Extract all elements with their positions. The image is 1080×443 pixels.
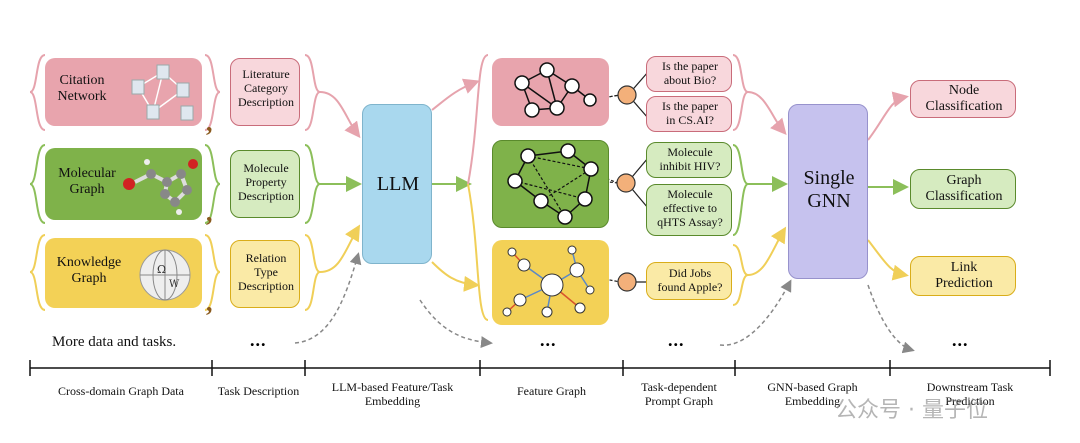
wikipedia-globe-icon: Ω W (139, 249, 191, 301)
knowledge-graph-label: Knowledge Graph (56, 255, 122, 287)
node-classification-label: Node Classification (925, 83, 1003, 115)
knowledge-graph-box: Knowledge Graph Ω W (45, 238, 202, 308)
caption-feature-graph: Feature Graph (517, 384, 586, 398)
arrow-to-gnn-dashed (719, 279, 792, 346)
watermark: 公众号 · 量子位 (835, 392, 988, 424)
brace-molecular-right (204, 144, 221, 224)
svg-text:W: W (169, 279, 180, 290)
caption-prompt-graph: Task-dependent Prompt Graph (641, 380, 717, 409)
graph-classification-label: Graph Classification (925, 173, 1003, 205)
prompt-csai-box: Is the paper in CS.AI? (646, 96, 732, 132)
comma-2: , (206, 198, 213, 227)
citation-graph-icon (131, 64, 194, 121)
watermark-text: 公众号 · 量子位 (835, 398, 988, 423)
arrow-llm-pink (431, 78, 480, 111)
graph-classification-box: Graph Classification (910, 169, 1016, 209)
prompt-ellipsis: ... (668, 330, 685, 350)
gnn-box: Single GNN (788, 104, 868, 279)
arrow-llm-dashed (419, 299, 493, 349)
citation-feature-graph (514, 62, 597, 118)
literature-desc-box: Literature Category Description (230, 58, 300, 126)
node-classification-box: Node Classification (910, 80, 1016, 118)
caption-cross-domain: Cross-domain Graph Data (58, 384, 184, 398)
prompt-bio-box: Is the paper about Bio? (646, 56, 732, 92)
literature-desc-label: Literature Category Description (238, 67, 294, 109)
brace-feature-pink (467, 54, 489, 185)
brace-feature-yellow (467, 183, 489, 321)
prompt-jobs-box: Did Jobs found Apple? (646, 262, 732, 300)
link-prediction-label: Link Prediction (935, 260, 993, 292)
more-data-label: More data and tasks. (52, 334, 177, 350)
arrow-llm-yellow (431, 261, 480, 292)
prompt-node-citation (617, 85, 637, 105)
citation-network-box: Citation Network (45, 58, 202, 126)
prompt-node-molecular (616, 173, 636, 193)
prompt-bio-label: Is the paper about Bio? (662, 59, 718, 87)
brace-prompt-pink (732, 54, 749, 131)
molecule-desc-label: Molecule Property Description (238, 161, 294, 203)
brace-molecular-left (29, 144, 46, 224)
prompt-qhts-label: Molecule effective to qHTS Assay? (657, 187, 723, 229)
molecular-feature-graph (507, 143, 599, 225)
arrow-to-llm-yellow (319, 224, 361, 273)
brace-prompt-green (732, 144, 749, 236)
molecule-desc-box: Molecule Property Description (230, 150, 300, 218)
prompt-qhts-box: Molecule effective to qHTS Assay? (646, 184, 732, 236)
brace-molecule-right (304, 144, 321, 224)
comma-1: , (206, 108, 213, 137)
brace-citation-right (204, 54, 221, 131)
prompt-hiv-box: Molecule inhibit HIV? (646, 142, 732, 178)
arrow-gnn-node (867, 91, 909, 141)
svg-text:Ω: Ω (157, 263, 166, 276)
caption-downstream: Downstream Task Prediction (926, 380, 1014, 409)
caption-task-description: Task Description (217, 384, 300, 398)
output-ellipsis: ... (952, 330, 969, 350)
brace-relation-right (304, 234, 321, 311)
feature-ellipsis: ... (540, 330, 557, 350)
molecule-icon (123, 159, 198, 215)
feature-graph-molecular (492, 140, 609, 228)
prompt-hiv-label: Molecule inhibit HIV? (659, 145, 721, 173)
feature-graph-citation (492, 58, 609, 126)
task-ellipsis: ... (250, 330, 267, 350)
timeline-ticks (29, 360, 1051, 376)
arrow-gnn-dashed (867, 284, 915, 354)
molecular-graph-box: Molecular Graph (45, 148, 202, 220)
arrow-to-gnn-pink (747, 91, 787, 136)
knowledge-feature-graph (502, 245, 595, 318)
llm-label: LLM (376, 173, 420, 195)
citation-network-label: Citation Network (57, 73, 107, 105)
llm-box: LLM (362, 104, 432, 264)
prompt-node-knowledge (617, 272, 637, 292)
arrow-to-llm-dashed (294, 252, 362, 344)
gnn-label: Single GNN (803, 167, 855, 212)
prompt-csai-label: Is the paper in CS.AI? (662, 99, 718, 127)
relation-desc-box: Relation Type Description (230, 240, 300, 308)
brace-knowledge-right (204, 234, 221, 311)
caption-gnn-embedding: GNN-based Graph Embedding (767, 380, 858, 409)
brace-knowledge-left (29, 234, 46, 311)
brace-prompt-yellow (732, 244, 749, 306)
brace-literature-right (304, 54, 321, 131)
feature-graph-knowledge (492, 240, 609, 325)
link-prediction-box: Link Prediction (910, 256, 1016, 296)
brace-citation-left (29, 54, 46, 131)
caption-llm-embedding: LLM-based Feature/Task Embedding (331, 380, 454, 409)
arrow-gnn-link (867, 239, 909, 281)
relation-desc-label: Relation Type Description (238, 251, 294, 293)
prompt-jobs-label: Did Jobs found Apple? (657, 266, 723, 294)
arrow-to-llm-pink (319, 91, 361, 139)
molecular-graph-label: Molecular Graph (58, 166, 116, 198)
arrow-to-gnn-yellow (747, 226, 787, 276)
comma-3: , (206, 288, 213, 317)
